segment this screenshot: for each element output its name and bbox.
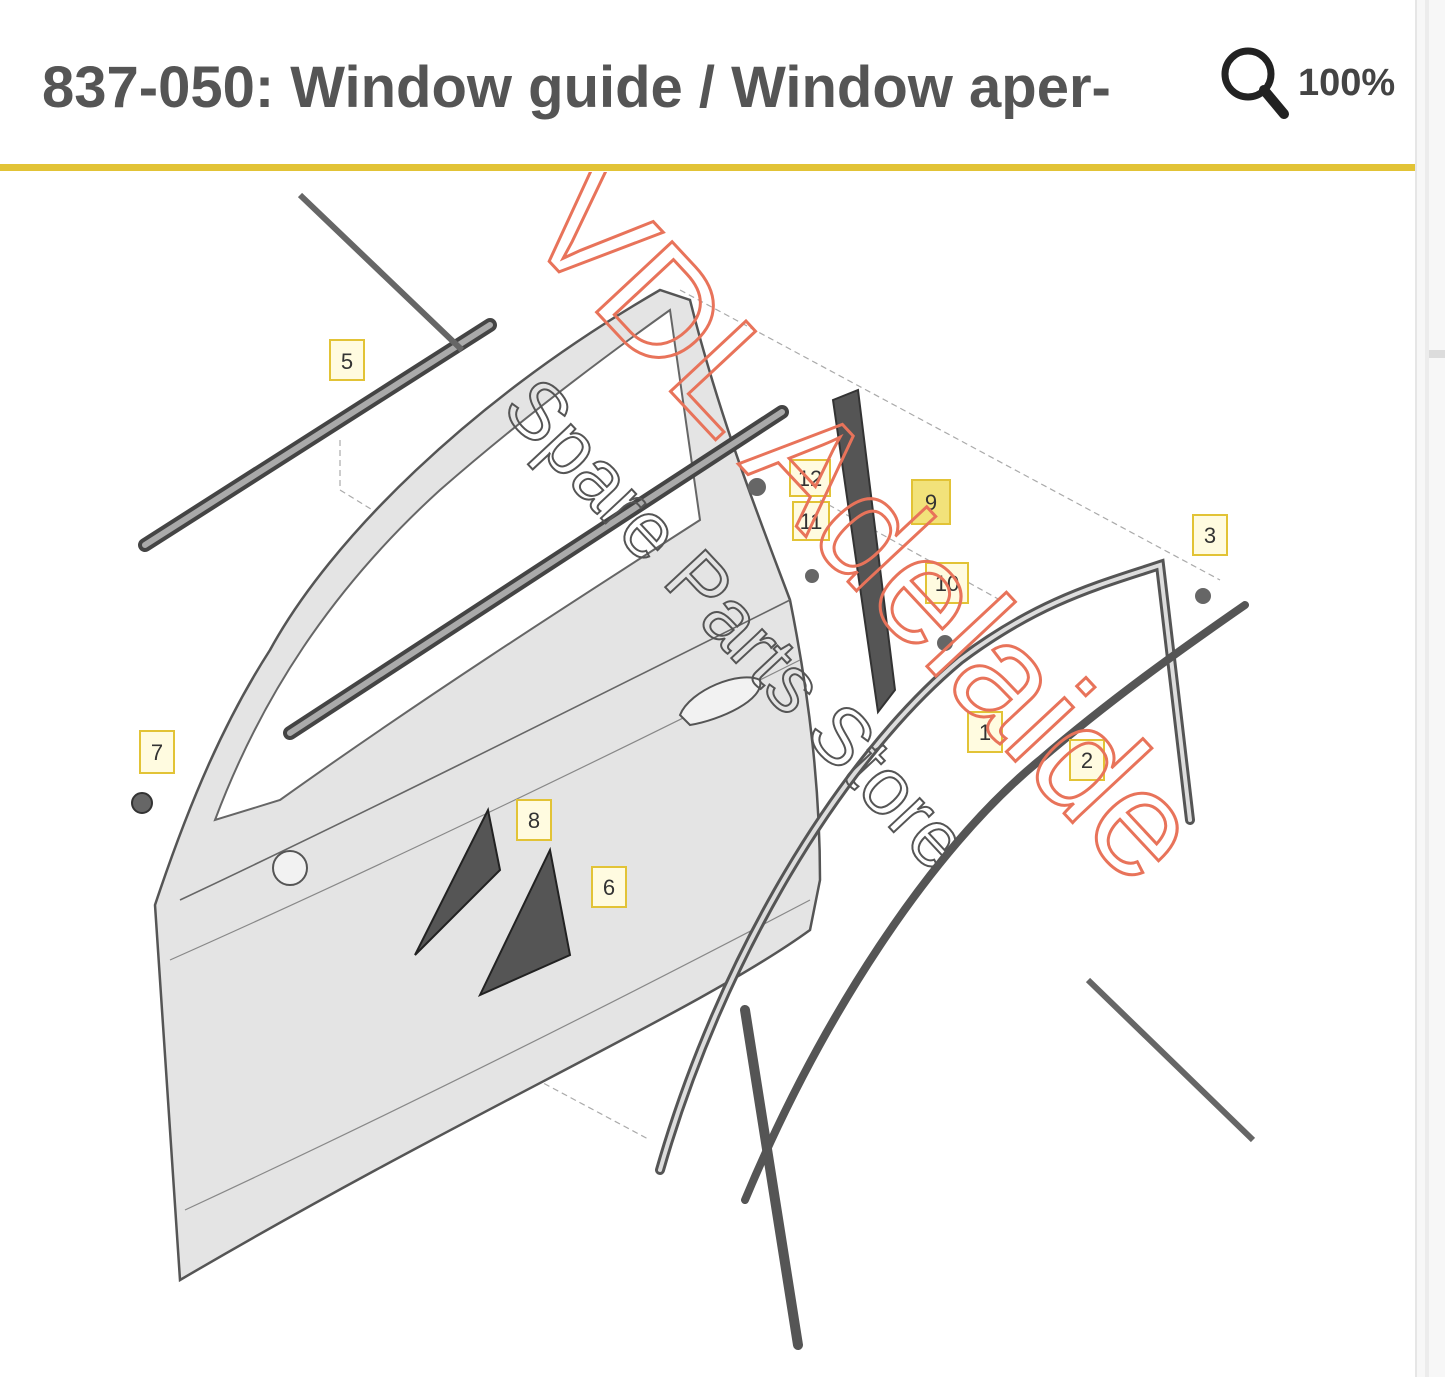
part-7-screw xyxy=(131,792,153,814)
svg-text:5: 5 xyxy=(341,349,353,374)
svg-text:7: 7 xyxy=(151,740,163,765)
vertical-scrollbar[interactable] xyxy=(1415,0,1445,1377)
svg-text:12: 12 xyxy=(798,466,822,491)
door-beltline xyxy=(179,599,791,901)
callout-7[interactable]: 7 xyxy=(139,730,175,774)
part-11-clip xyxy=(805,569,819,583)
zoom-button[interactable]: 100% xyxy=(1218,44,1398,124)
door-lower-edge xyxy=(184,899,811,1211)
callout-1[interactable]: 1 xyxy=(967,711,1003,753)
svg-text:3: 3 xyxy=(1204,523,1216,548)
svg-text:1: 1 xyxy=(979,720,991,745)
part-12-clip xyxy=(748,478,766,496)
callout-8[interactable]: 8 xyxy=(516,799,552,841)
svg-text:6: 6 xyxy=(603,875,615,900)
callout-12[interactable]: 12 xyxy=(789,459,831,497)
callout-6[interactable]: 6 xyxy=(591,866,627,908)
header-divider xyxy=(0,164,1415,171)
part-channel-lower xyxy=(740,1005,803,1350)
part-3-clip xyxy=(1195,588,1211,604)
callout-5[interactable]: 5 xyxy=(329,339,365,381)
page-title: 837-050: Window guide / Window aper- xyxy=(42,55,1111,120)
callout-9[interactable]: 9 xyxy=(911,479,951,525)
part-8-triangle-cover xyxy=(414,806,502,956)
scrollbar-thumb[interactable] xyxy=(1429,350,1445,358)
part-9-window-guide xyxy=(831,388,897,715)
part-6-triangle-cover xyxy=(477,846,572,998)
svg-text:11: 11 xyxy=(800,509,823,534)
svg-text:8: 8 xyxy=(528,808,540,833)
zoom-level: 100% xyxy=(1298,62,1396,104)
magnifier-icon xyxy=(1221,47,1289,119)
door-handle xyxy=(678,676,762,727)
header: 837-050: Window guide / Window aper- 100… xyxy=(0,0,1415,166)
callout-3[interactable]: 3 xyxy=(1192,514,1228,556)
callout-10[interactable]: 10 xyxy=(925,562,969,604)
part-10-clip xyxy=(937,635,953,651)
door-lock xyxy=(272,850,308,886)
svg-text:9: 9 xyxy=(925,490,937,515)
part-2-window-channel xyxy=(741,601,1249,1204)
door-window-opening xyxy=(213,308,702,822)
svg-text:2: 2 xyxy=(1081,748,1093,773)
callout-2[interactable]: 2 xyxy=(1069,739,1105,781)
scrollbar-track xyxy=(1425,0,1429,1377)
callout-11[interactable]: 11 xyxy=(792,501,830,541)
svg-text:10: 10 xyxy=(935,571,959,596)
parts-diagram: 5 12 9 11 3 10 1 2 xyxy=(131,172,1256,1350)
